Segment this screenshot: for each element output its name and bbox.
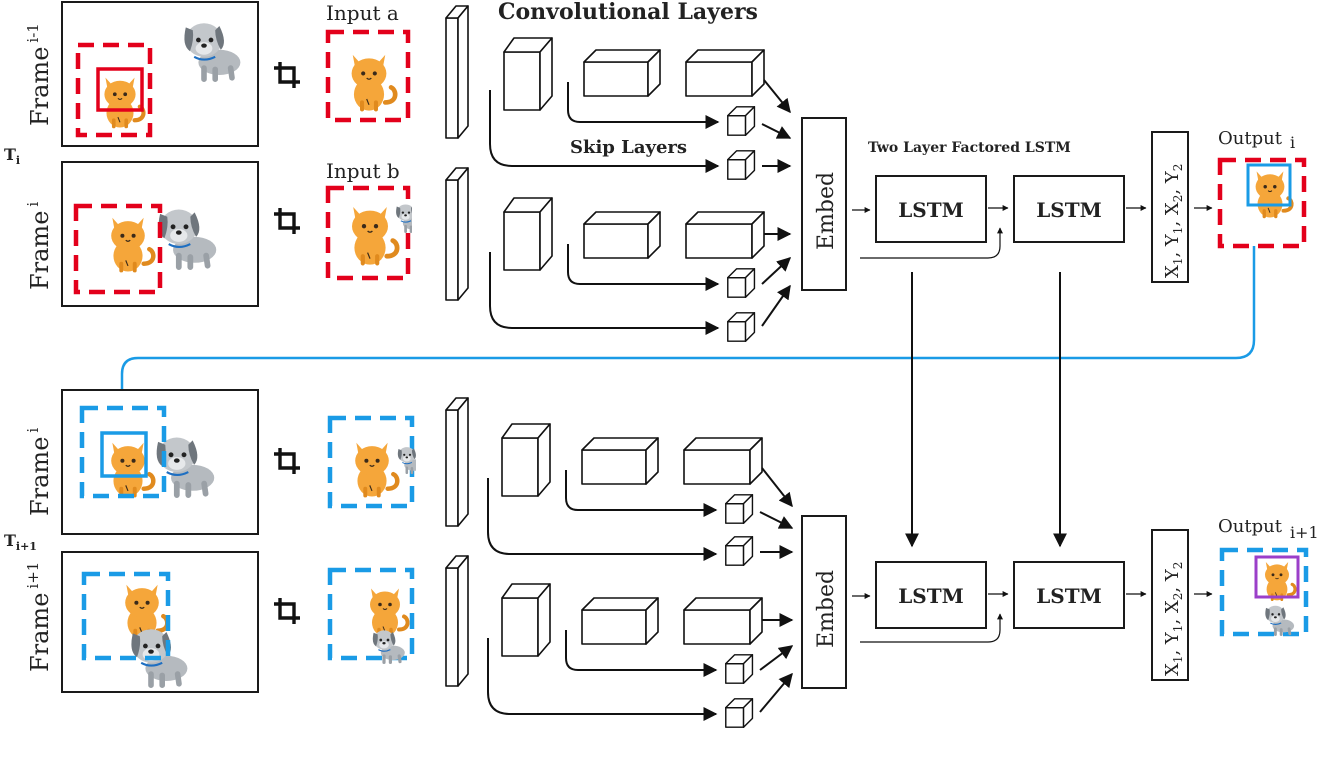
lstm-box-bottom-2 [1013,561,1125,629]
crop-icon [272,596,302,626]
cat-emoji-icon [1263,560,1297,602]
output-top-box [1217,157,1307,249]
lstm-box-bottom-1 [875,561,987,629]
coords-box-bottom [1151,529,1189,681]
dog-emoji-icon [1265,606,1294,635]
coords-box-top [1151,131,1189,283]
lstm-box-top-2 [1013,175,1125,243]
frame-next-label: Framei+1 [24,562,54,672]
output-bottom-box [1219,547,1309,637]
cat-emoji-icon [352,207,397,265]
crop-icon [272,206,302,236]
coords-label-top: X1, Y1, X2, Y2 [1162,164,1185,278]
feedback-arrow [114,246,1256,426]
input-a2-crop [327,410,442,510]
input-a-label: Input a [326,1,399,25]
output-bottom [1219,547,1309,637]
cat-emoji-icon [355,443,397,497]
frame-current-2 [61,389,259,535]
frame-prev-box [61,1,259,147]
input-a-box [325,29,411,123]
input-b2-box [327,567,415,661]
frame-current [61,161,259,307]
lstm-label: LSTM [898,198,964,222]
predicted-box [1246,163,1292,207]
input-b-label: Input b [326,159,400,183]
search-region-box [75,42,153,138]
conv-title: Convolutional Layers [498,0,758,25]
coords-label-bottom: X1, Y1, X2, Y2 [1162,562,1185,676]
search-region-box [73,203,163,295]
lstm-label: LSTM [1036,198,1102,222]
lstm-header: Two Layer Factored LSTM [868,140,1071,156]
cat-emoji-icon [1256,171,1292,217]
skip-layers-label: Skip Layers [570,137,687,158]
conv-stack-b [445,167,792,343]
embed-box-bottom [801,515,847,689]
cat-emoji-icon [370,589,408,637]
conv-stack-d [445,555,794,729]
crop-icon [272,446,302,476]
search-region-box [79,405,167,499]
target-box [100,431,148,478]
time-label-i: Ti [4,145,20,167]
frame-prev-label: Framei-1 [24,23,54,126]
frame-current-label: Framei [24,202,54,290]
embed-label-top: Embed [814,172,839,250]
frame-next [61,551,259,693]
input-b2-crop [327,562,442,666]
frame-current-2-label: Framei [24,428,54,516]
lstm-label: LSTM [1036,584,1102,608]
cat-emoji-icon [352,55,396,111]
embed-label-bottom: Embed [814,570,839,648]
lstm-box-top-1 [875,175,987,243]
input-b-crop [325,180,442,290]
input-b-box [325,185,411,281]
input-a-crop [325,29,411,123]
time-label-next: Ti+1 [4,531,37,553]
embed-box-top [801,117,847,291]
conv-stack-c [445,397,794,567]
search-region-box [81,571,171,661]
target-box [96,67,144,112]
output-top [1217,157,1307,249]
crop-icon [272,60,302,90]
lstm-label: LSTM [898,584,964,608]
conv-stack-a [445,5,792,181]
frame-prev [61,1,259,147]
predicted-box [1254,555,1300,599]
